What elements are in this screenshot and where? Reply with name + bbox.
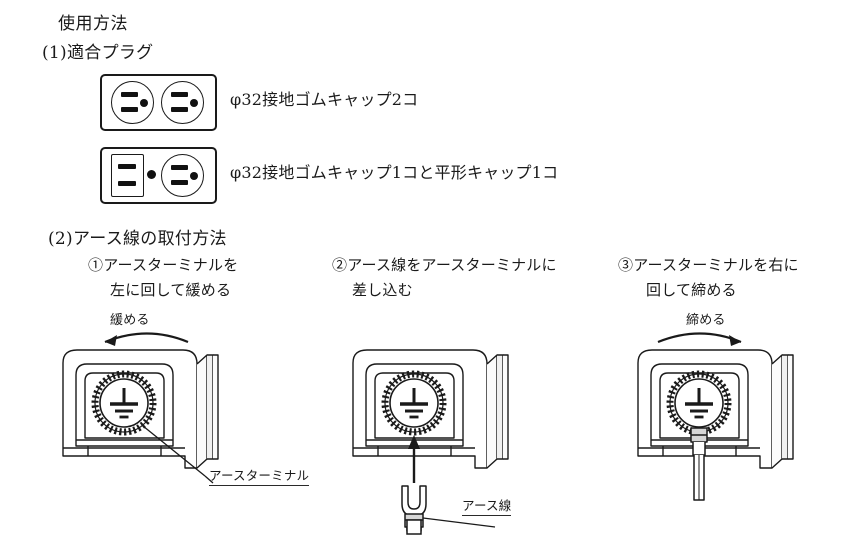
callout-leader-line bbox=[142, 425, 214, 484]
socket-ground-hole bbox=[140, 99, 148, 107]
terminal-illustration-step-3 bbox=[630, 328, 851, 523]
socket-slot bbox=[171, 180, 188, 185]
plug-caption-1: φ32接地ゴムキャップ2コ bbox=[230, 90, 419, 109]
earth-ground-icon bbox=[110, 388, 138, 419]
socket-slot bbox=[171, 107, 188, 112]
terminal-illustration-step-2 bbox=[345, 328, 595, 533]
socket-round-grounded-left bbox=[111, 81, 154, 124]
arrow-curve-right-head bbox=[729, 335, 741, 346]
socket-slot bbox=[121, 107, 138, 112]
step-2-line-2: 差し込む bbox=[352, 281, 413, 299]
socket-round-grounded-right bbox=[161, 154, 204, 197]
socket-slot bbox=[171, 165, 188, 170]
outlet-plate-two-round bbox=[100, 74, 217, 131]
section-1-title: (1)適合プラグ bbox=[42, 43, 154, 63]
outlet-plate-flat-and-round bbox=[100, 147, 217, 204]
step-3-line-1: ③アースターミナルを右に bbox=[618, 256, 799, 274]
step-1-line-2: 左に回して緩める bbox=[110, 281, 232, 299]
step-3-line-2: 回して締める bbox=[646, 281, 737, 299]
callout-leader-line bbox=[422, 517, 496, 528]
installed-earth-wire bbox=[690, 427, 708, 501]
socket-round-grounded-right bbox=[161, 81, 204, 124]
arrow-curve-left-icon bbox=[104, 332, 189, 344]
socket-ground-hole bbox=[190, 172, 198, 180]
arrow-curve-left-head bbox=[105, 335, 117, 346]
terminal-illustration-step-1 bbox=[55, 328, 305, 513]
earth-ground-icon bbox=[400, 388, 428, 419]
earth-wire-tail-step-2 bbox=[345, 519, 422, 550]
plug-caption-2: φ32接地ゴムキャップ1コと平形キャップ1コ bbox=[230, 163, 559, 182]
socket-slot bbox=[118, 181, 136, 186]
step-3-turn-label: 締める bbox=[686, 313, 726, 328]
socket-flat-left bbox=[111, 154, 144, 197]
socket-ground-hole bbox=[190, 99, 198, 107]
arrow-up-icon bbox=[408, 435, 420, 483]
step-1-line-1: ①アースターミナルを bbox=[88, 256, 239, 274]
step-2-line-1: ②アース線をアースターミナルに bbox=[332, 256, 557, 274]
separate-ground-dot bbox=[147, 170, 156, 179]
socket-slot bbox=[118, 164, 136, 169]
earth-terminal-knob bbox=[91, 370, 157, 436]
earth-ground-icon bbox=[685, 388, 713, 419]
socket-slot bbox=[121, 92, 138, 97]
page-title: 使用方法 bbox=[58, 14, 128, 34]
step-1-turn-label: 緩める bbox=[110, 313, 150, 328]
earth-terminal-knob bbox=[381, 370, 447, 436]
earth-terminal-knob bbox=[666, 370, 732, 436]
arrow-curve-right-icon bbox=[657, 332, 742, 344]
callout-earth-wire: アース線 bbox=[462, 498, 512, 516]
section-2-title: (2)アース線の取付方法 bbox=[48, 229, 227, 249]
socket-slot bbox=[171, 92, 188, 97]
callout-earth-terminal: アースターミナル bbox=[209, 468, 310, 486]
